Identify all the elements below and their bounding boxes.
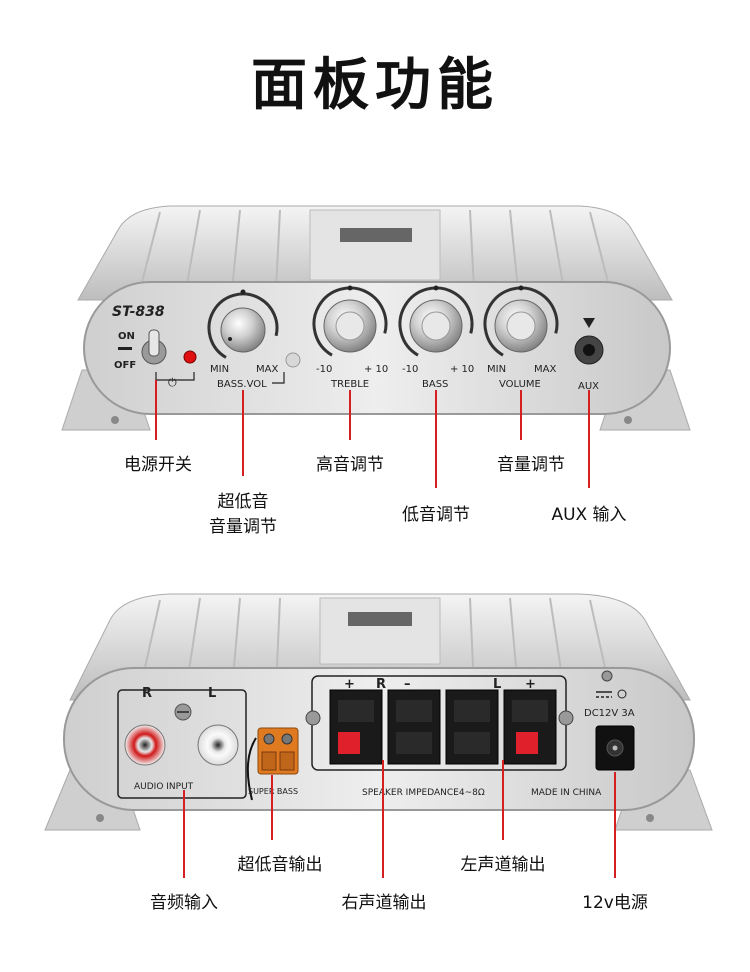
dc-rating-label: DC12V 3A	[584, 708, 635, 719]
subwoofer-wire	[246, 737, 257, 801]
audio-input-frame	[117, 689, 247, 799]
aux-input-callout: AUX 输入	[551, 505, 627, 525]
switch-on-label: ON	[118, 331, 135, 342]
speaker-terminal-left[interactable]	[445, 689, 557, 765]
power-led	[183, 350, 197, 364]
screw-icon	[601, 670, 613, 682]
audio-r-label: R	[142, 686, 152, 701]
screw-icon	[558, 710, 574, 726]
page-title: 面板功能	[251, 53, 499, 118]
treble-label: TREBLE	[330, 379, 369, 390]
rear-callout-lines	[183, 760, 616, 878]
volume-label: VOLUME	[499, 379, 541, 390]
made-in-label: MADE IN CHINA	[531, 788, 602, 798]
power-switch-callout: 电源开关	[124, 455, 192, 475]
subwoofer-volume-callout: 超低音 音量调节	[209, 487, 277, 537]
aux-arrow-icon	[583, 318, 595, 328]
volume-min: MIN	[487, 364, 506, 375]
rca-left-input[interactable]	[197, 724, 239, 766]
power-switch[interactable]	[141, 329, 167, 365]
bass-vol-label: BASS.VOL	[217, 379, 267, 390]
treble-knob[interactable]	[301, 275, 399, 373]
audio-l-label: L	[208, 686, 216, 701]
aux-jack[interactable]	[574, 335, 604, 365]
volume-callout: 音量调节	[497, 455, 565, 475]
power-12v-callout: 12v电源	[582, 893, 648, 913]
speaker-plus-left-label: +	[344, 677, 355, 692]
rca-right-input[interactable]	[124, 724, 166, 766]
speaker-plus-right-label: +	[525, 677, 536, 692]
aux-label: AUX	[578, 381, 599, 392]
volume-max: MAX	[534, 364, 556, 375]
front-callout-lines	[155, 380, 590, 488]
bass-vol-min: MIN	[210, 364, 229, 375]
power-bracket	[155, 372, 195, 381]
dc-power-jack[interactable]	[595, 725, 635, 771]
model-label: ST-838	[112, 304, 165, 320]
super-bass-terminal[interactable]	[257, 727, 299, 775]
bass-knob[interactable]	[387, 275, 485, 373]
volume-knob[interactable]	[472, 275, 570, 373]
bass-label: BASS	[422, 379, 448, 390]
bass-led	[285, 352, 301, 368]
audio-input-label: AUDIO INPUT	[134, 782, 194, 792]
speaker-l-label: L	[493, 677, 501, 692]
switch-off-label: OFF	[114, 360, 136, 371]
bass-min: -10	[402, 364, 418, 375]
rear-panel: R L AUDIO INPUT SUPER BASS + R – L +	[44, 593, 713, 831]
speaker-terminal-right[interactable]	[329, 689, 441, 765]
subwoofer-volume-callout-line1: 超低音	[217, 492, 269, 512]
screw-icon	[305, 710, 321, 726]
treble-max: + 10	[364, 364, 388, 375]
speaker-r-label: R	[376, 677, 386, 692]
speaker-minus-label: –	[404, 677, 411, 692]
bass-vol-bracket	[272, 372, 285, 384]
switch-position-mark	[118, 347, 132, 350]
treble-min: -10	[316, 364, 332, 375]
bass-callout: 低音调节	[402, 505, 470, 525]
speaker-impedance-label: SPEAKER IMPEDANCE4~8Ω	[362, 788, 485, 798]
power-symbol-icon: ⏻	[168, 376, 177, 389]
super-bass-label: SUPER BASS	[248, 787, 298, 796]
bass-vol-max: MAX	[256, 364, 278, 375]
front-panel: ST-838 ON OFF ⏻ MIN MAX BASS.VOL	[61, 205, 691, 431]
right-channel-callout: 右声道输出	[341, 893, 427, 913]
subwoofer-volume-callout-line2: 音量调节	[209, 517, 277, 537]
audio-input-callout: 音频输入	[150, 893, 218, 913]
bass-vol-knob[interactable]	[197, 282, 290, 375]
subwoofer-output-callout: 超低音输出	[237, 855, 323, 875]
bass-max: + 10	[450, 364, 474, 375]
dc-polarity-icon	[596, 689, 627, 699]
treble-callout: 高音调节	[316, 455, 384, 475]
left-channel-callout: 左声道输出	[460, 855, 546, 875]
